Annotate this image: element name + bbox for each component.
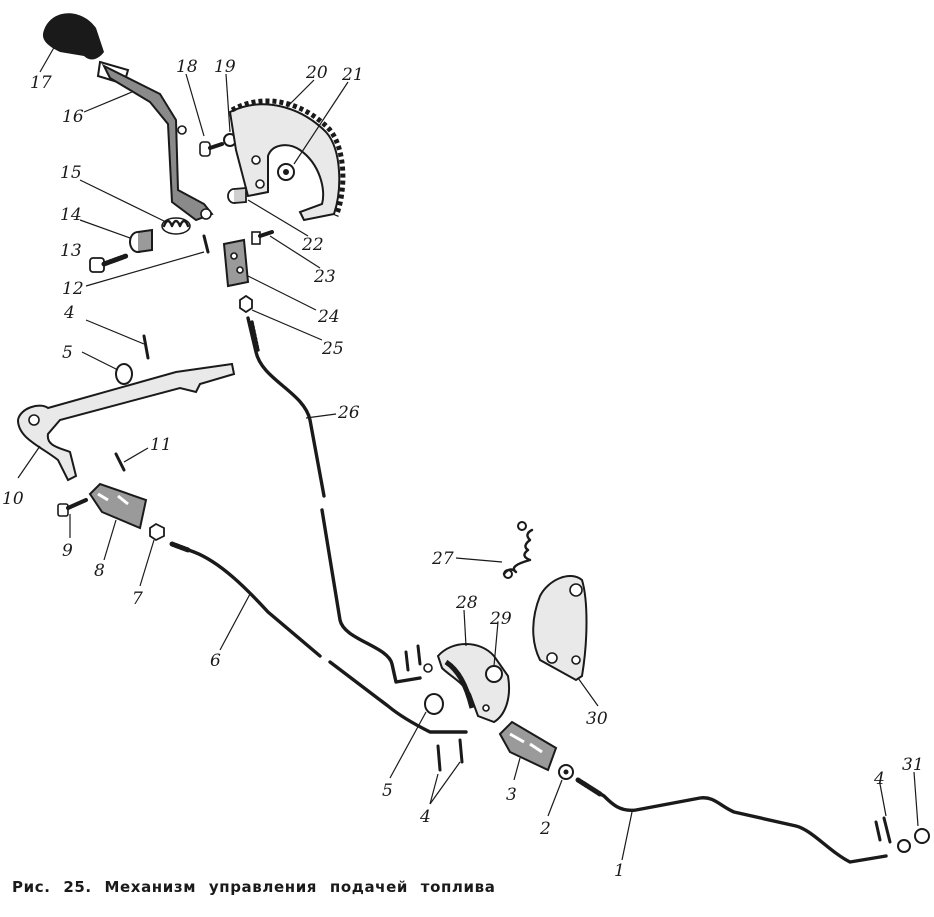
washer-5-lower [423,663,444,715]
cotter-pins-4-right [874,816,892,844]
fork-8 [88,482,148,530]
part-label-23: 23 [313,267,336,287]
lever-knob [42,13,104,60]
part-label-18: 18 [176,57,198,77]
fork-24 [222,238,250,288]
part-label-25: 25 [321,339,344,359]
spring-27 [502,521,534,579]
bracket-30 [532,575,588,682]
part-label-15: 15 [60,163,82,183]
lever-plate-29 [436,643,510,724]
nut-25 [239,294,253,314]
cotter-pin-4-top [142,334,150,360]
cotter-pins-4-middle [404,644,464,772]
part-label-29: 29 [489,609,512,629]
part-label-28: 28 [455,593,478,613]
part-label-13: 13 [60,241,82,261]
part-label-11: 11 [150,435,172,455]
cotter-pin-12 [202,234,210,254]
part-label-21: 21 [341,65,364,85]
part-label-22: 22 [301,235,324,255]
part-label-14: 14 [60,205,82,225]
part-label-26: 26 [337,403,360,423]
part-label-1: 1 [614,861,625,881]
rod-1 [575,777,888,864]
spring-15 [161,217,191,235]
eye-bolt-5 [115,363,133,385]
part-label-2: 2 [539,819,551,839]
rod-6 [169,541,468,734]
part-label-4-top: 4 [63,303,75,323]
part-label-24: 24 [317,307,340,327]
nut-21 [277,163,295,181]
leader-lines [17,43,919,861]
rod-26 [246,316,422,684]
figure-caption: Рис. 25. Механизм управления подачей топ… [12,878,496,896]
knurled-nut-14 [129,228,153,253]
part-label-9: 9 [62,541,73,561]
bolt-13 [89,253,129,273]
toothed-sector [228,98,346,222]
bolt-9 [57,498,88,517]
part-label-20: 20 [305,63,328,83]
part-labels: 17 16 18 19 20 21 15 14 13 12 22 23 24 2… [2,57,924,881]
part-label-4-right: 4 [873,769,885,789]
part-label-4-middle: 4 [419,807,431,827]
hand-lever [96,60,214,222]
part-label-5-top: 5 [62,343,73,363]
pin-23 [251,230,274,245]
part-label-3: 3 [506,785,517,805]
part-label-6: 6 [210,651,221,671]
washers-31 [897,828,930,853]
part-label-7: 7 [132,589,143,609]
part-label-16: 16 [62,107,84,127]
part-label-19: 19 [214,57,236,77]
part-label-8: 8 [94,561,105,581]
cotter-pin-11 [114,452,126,472]
part-label-10: 10 [2,489,24,509]
bushing-22 [227,187,247,204]
part-label-5-lower: 5 [382,781,393,801]
part-label-31: 31 [902,755,924,775]
fork-3 [498,720,558,772]
part-label-27: 27 [431,549,454,569]
part-label-30: 30 [586,709,608,729]
part-label-17: 17 [30,73,52,93]
bolt-18 [199,141,224,157]
part-label-12: 12 [62,279,84,299]
nut-2 [558,764,574,780]
nut-7 [149,522,165,542]
